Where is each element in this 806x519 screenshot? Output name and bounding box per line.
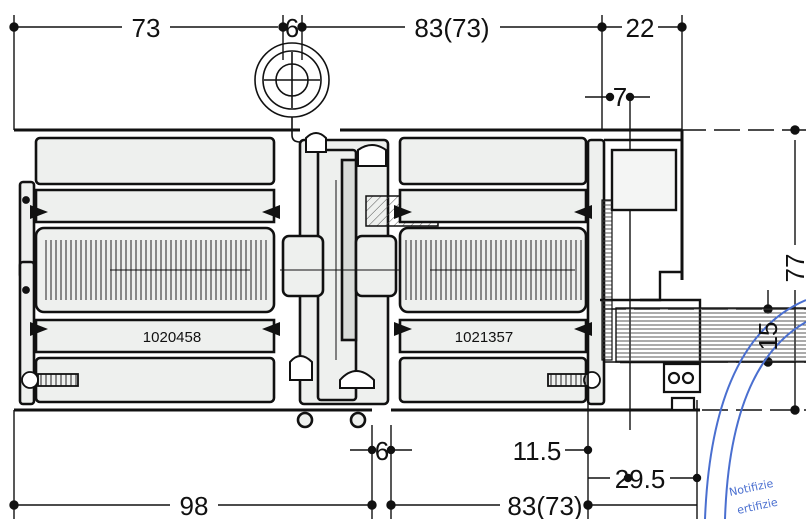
glazing-bead	[662, 362, 702, 412]
center-crosshair	[280, 180, 400, 360]
frame-outline	[14, 128, 700, 412]
center-gaskets	[289, 132, 387, 389]
seal-strip-hatch	[601, 199, 613, 361]
dim-bottom-center: 83(73)	[507, 491, 582, 519]
dim-top-left: 73	[132, 13, 161, 43]
certification-stamp	[704, 299, 806, 519]
dim-bottom-small: 6	[375, 436, 389, 466]
dim-bottom-right-2: 29.5	[615, 464, 666, 494]
screw-fixings	[21, 196, 601, 389]
glass-unit-hatch	[615, 307, 806, 363]
dim-right-height: 77	[780, 254, 806, 283]
dim-bottom-right-1: 11.5	[513, 436, 562, 466]
stamp-text-line2: ertifizie	[736, 496, 779, 517]
part-number-right: 1021357	[455, 329, 513, 346]
thermal-break-markers	[30, 205, 592, 336]
dim-top-right-small: 7	[613, 82, 627, 112]
stamp-text-line1: Notifizie	[728, 477, 775, 499]
dim-right-small: 15	[753, 322, 783, 351]
part-number-left: 1020458	[143, 329, 201, 346]
dimension-lines-bottom	[9, 300, 702, 519]
top-handle-knob	[254, 42, 330, 143]
dim-top-center: 83(73)	[414, 13, 489, 43]
dim-bottom-left: 98	[180, 491, 209, 519]
dim-top-center-small: 6	[285, 13, 299, 43]
dim-top-right: 22	[626, 13, 655, 43]
